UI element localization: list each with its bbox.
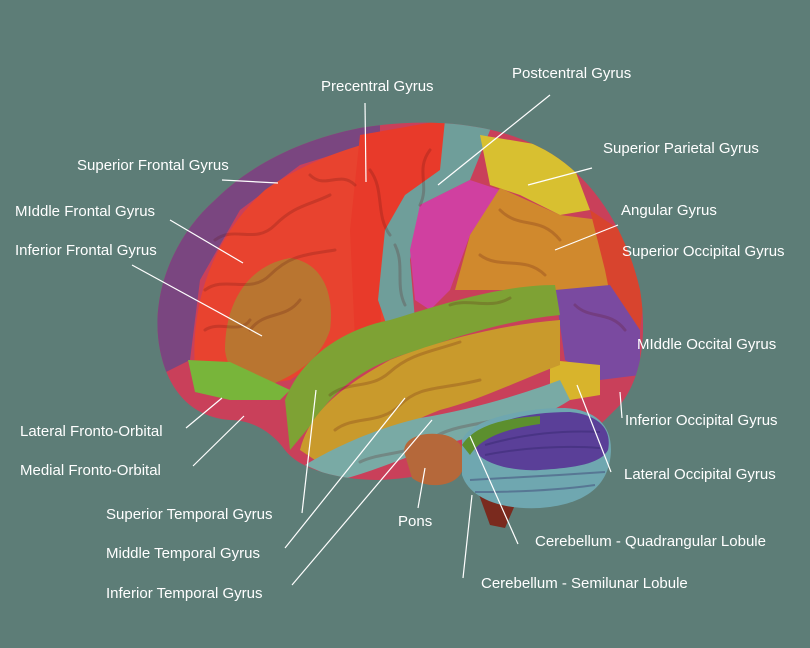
label-middle-frontal-gyrus: MIddle Frontal Gyrus [15, 203, 156, 220]
label-angular-gyrus: Angular Gyrus [621, 202, 717, 219]
inferior-temporal-region [305, 380, 570, 480]
leader-lateral-occipital [576, 384, 612, 473]
leader-precentral [364, 102, 367, 183]
leader-postcentral [437, 94, 551, 186]
leader-medial-fronto-orbital [192, 415, 245, 467]
label-middle-occipital-gyrus: MIddle Occital Gyrus [637, 336, 777, 353]
middle-occipital-region [555, 285, 640, 380]
superior-temporal-region [285, 285, 560, 450]
label-superior-frontal-gyrus: Superior Frontal Gyrus [77, 157, 229, 174]
leader-superior-parietal [527, 167, 593, 186]
label-pons: Pons [398, 513, 433, 530]
gyral-texture [203, 148, 627, 464]
label-cerebellum-quadrangular-lobule: Cerebellum - Quadrangular Lobule [535, 533, 766, 550]
label-inferior-frontal-gyrus: Inferior Frontal Gyrus [15, 242, 157, 259]
leader-middle-frontal [169, 219, 244, 264]
leader-cerebellum-quadrangular [469, 435, 519, 545]
label-postcentral-gyrus: Postcentral Gyrus [512, 65, 632, 82]
leader-middle-temporal [284, 397, 406, 549]
orbital-region [188, 360, 290, 400]
inferior-frontal-region [225, 258, 331, 386]
leader-inferior-occipital [619, 391, 623, 419]
label-superior-parietal-gyrus: Superior Parietal Gyrus [603, 140, 759, 157]
superior-parietal-region [480, 135, 590, 215]
cerebellum [462, 408, 611, 509]
middle-temporal-region [300, 320, 560, 470]
leader-angular [554, 224, 619, 251]
label-precentral-gyrus: Precentral Gyrus [321, 78, 434, 95]
label-lateral-occipital-gyrus: Lateral Occipital Gyrus [624, 466, 776, 483]
label-cerebellum-semilunar-lobule: Cerebellum - Semilunar Lobule [481, 575, 688, 592]
leader-superior-temporal [301, 389, 317, 514]
cerebellum-green-band [462, 416, 540, 455]
postcentral-region [378, 122, 495, 335]
leader-cerebellum-semilunar [462, 494, 473, 579]
label-medial-fronto-orbital: Medial Fronto-Orbital [20, 462, 161, 479]
leader-superior-frontal [221, 179, 279, 184]
pons-structure [404, 433, 465, 486]
supramarginal-region [410, 180, 500, 310]
leader-lines [131, 94, 623, 586]
cerebrum [157, 122, 644, 481]
angular-region [455, 188, 615, 300]
label-inferior-temporal-gyrus: Inferior Temporal Gyrus [106, 585, 263, 602]
precentral-region [350, 122, 445, 340]
leader-inferior-temporal [291, 419, 433, 586]
label-superior-temporal-gyrus: Superior Temporal Gyrus [106, 506, 273, 523]
label-superior-occipital-gyrus: Superior Occipital Gyrus [622, 243, 785, 260]
label-middle-temporal-gyrus: Middle Temporal Gyrus [106, 545, 260, 562]
leader-inferior-frontal [131, 264, 263, 337]
leader-pons [417, 467, 426, 509]
frontal-purple-region [157, 122, 380, 380]
superior-occipital-region [590, 210, 644, 330]
label-inferior-occipital-gyrus: Inferior Occipital Gyrus [625, 412, 778, 429]
leader-lateral-fronto-orbital [185, 397, 223, 429]
label-lateral-fronto-orbital: Lateral Fronto-Orbital [20, 423, 163, 440]
